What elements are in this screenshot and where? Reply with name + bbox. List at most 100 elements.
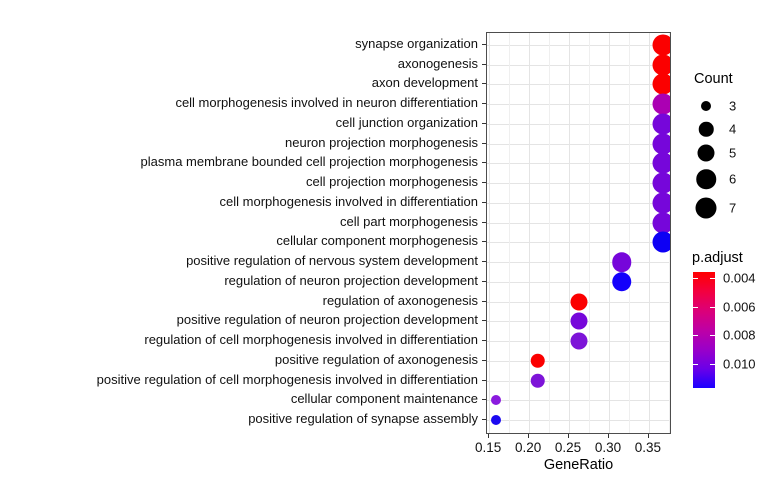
y-axis-label: cellular component morphogenesis	[276, 233, 478, 249]
dot-cell-morphogenesis-involved-in-differentiation	[652, 192, 670, 214]
dot-regulation-of-neuron-projection-development	[612, 272, 632, 292]
legend-count-label: 7	[729, 200, 737, 216]
x-axis-tick	[488, 434, 490, 438]
y-axis-tick	[482, 221, 486, 223]
dot-plasma-membrane-bounded-cell-projection-morphogenesis	[652, 152, 670, 174]
y-axis-tick	[482, 103, 486, 105]
padjust-tick-notch	[693, 363, 698, 365]
gridline-horizontal	[487, 360, 670, 362]
legend-count-key	[696, 169, 716, 189]
gridline-horizontal	[487, 84, 670, 86]
x-axis-tick	[528, 434, 530, 438]
gridline-vertical-minor	[509, 33, 511, 433]
gridline-vertical-major	[648, 33, 650, 433]
dot-synapse-organization	[652, 34, 670, 56]
dot-positive-regulation-of-nervous-system-development	[612, 252, 632, 272]
x-axis-tick-label: 0.35	[634, 440, 662, 455]
x-axis-tick-label: 0.30	[594, 440, 622, 455]
padjust-tick-notch	[693, 306, 698, 308]
gridline-vertical-major	[569, 33, 571, 433]
dot-axonogenesis	[652, 54, 670, 76]
y-axis-tick	[482, 162, 486, 164]
y-axis-label: cell morphogenesis involved in neuron di…	[175, 95, 478, 111]
gridline-horizontal	[487, 64, 670, 66]
y-axis-tick	[482, 182, 486, 184]
y-axis-label: cell part morphogenesis	[339, 213, 478, 229]
legend-count-key	[697, 144, 715, 162]
x-axis-tick-label: 0.25	[554, 440, 582, 455]
y-axis-tick	[482, 201, 486, 203]
gridline-horizontal	[487, 420, 670, 422]
gridline-vertical-major	[608, 33, 610, 433]
gridline-vertical-minor	[549, 33, 551, 433]
padjust-tick-notch	[710, 278, 715, 279]
legend-count-title: Count	[694, 71, 733, 87]
legend-count-key	[701, 101, 711, 111]
x-axis-tick	[568, 434, 570, 438]
legend-count-label: 5	[729, 145, 737, 161]
padjust-tick-label: 0.008	[723, 327, 756, 343]
dot-positive-regulation-of-neuron-projection-development	[570, 312, 588, 330]
padjust-colorbar	[693, 272, 715, 388]
padjust-tick-notch	[710, 335, 715, 336]
y-axis-tick	[482, 63, 486, 65]
x-axis-title: GeneRatio	[543, 457, 614, 473]
y-axis-tick	[482, 419, 486, 421]
dot-cell-projection-morphogenesis	[652, 172, 670, 194]
gridline-horizontal	[487, 104, 670, 106]
padjust-tick-label: 0.004	[723, 270, 756, 286]
dot-cellular-component-morphogenesis	[652, 231, 670, 253]
y-axis-label: synapse organization	[355, 36, 478, 51]
dot-axon-development	[652, 73, 670, 95]
legend-count-label: 4	[729, 121, 737, 137]
padjust-tick-label: 0.010	[723, 356, 756, 371]
gridline-horizontal	[487, 183, 670, 185]
gridline-horizontal	[487, 380, 670, 382]
y-axis-label: positive regulation of synapse assembly	[248, 411, 478, 427]
legend-count-key	[698, 121, 714, 137]
y-axis-tick	[482, 142, 486, 144]
y-axis-tick	[482, 399, 486, 401]
y-axis-label: positive regulation of neuron projection…	[176, 312, 478, 328]
y-axis-tick	[482, 359, 486, 361]
gridline-vertical-major	[529, 33, 531, 433]
plot-panel	[486, 32, 671, 434]
gridline-vertical-minor	[589, 33, 590, 433]
y-axis-tick	[482, 241, 486, 243]
y-axis-label: neuron projection morphogenesis	[285, 134, 478, 150]
gridline-horizontal	[487, 281, 670, 283]
y-axis-label: positive regulation of axonogenesis	[274, 351, 478, 367]
y-axis-label: cell junction organization	[335, 114, 478, 130]
y-axis-tick	[482, 261, 486, 263]
legend-count-key	[695, 197, 717, 219]
gridline-horizontal	[487, 242, 670, 244]
y-axis-tick	[482, 320, 486, 322]
y-axis-label: axon development	[371, 75, 478, 91]
y-axis-label: cell morphogenesis involved in different…	[219, 193, 478, 209]
x-axis-tick-label: 0.15	[475, 440, 502, 455]
y-axis-tick	[482, 44, 486, 45]
legend-count-label: 6	[729, 171, 737, 187]
y-axis-tick	[482, 122, 486, 124]
gridline-horizontal	[487, 222, 670, 224]
y-axis-tick	[482, 300, 486, 302]
padjust-tick-notch	[693, 335, 698, 336]
y-axis-label: axonogenesis	[397, 55, 478, 71]
dot-cell-part-morphogenesis	[652, 212, 670, 234]
dot-positive-regulation-of-cell-morphogenesis-involved-in-differentiation	[530, 373, 546, 388]
padjust-tick-notch	[693, 278, 698, 279]
padjust-tick-notch	[710, 363, 715, 365]
dot-cellular-component-maintenance	[490, 395, 501, 406]
dot-positive-regulation-of-synapse-assembly	[490, 415, 501, 426]
gridline-vertical-minor	[628, 33, 630, 433]
padjust-tick-notch	[710, 306, 715, 308]
y-axis-tick	[482, 340, 486, 342]
y-axis-label: regulation of cell morphogenesis involve…	[144, 332, 478, 348]
gridline-horizontal	[487, 400, 670, 402]
dot-cell-junction-organization	[652, 113, 670, 135]
gridline-horizontal	[487, 123, 670, 125]
dot-neuron-projection-morphogenesis	[652, 133, 670, 155]
y-axis-tick	[482, 280, 486, 282]
dot-regulation-of-axonogenesis	[570, 293, 588, 311]
